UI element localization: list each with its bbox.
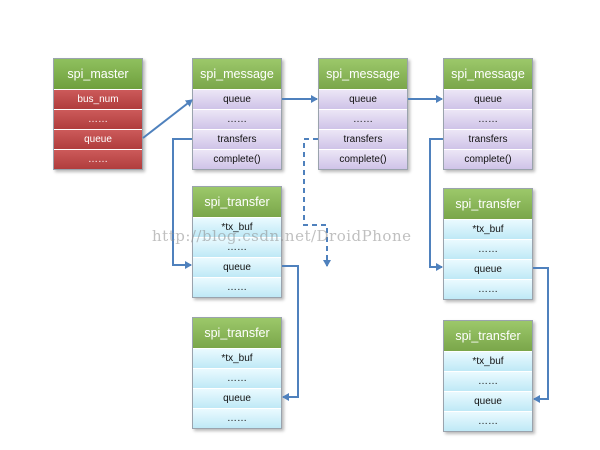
spi-transfer-box-2: spi_transfer *tx_buf …… queue …… (192, 317, 282, 429)
spi-message-box-3: spi_message queue …… transfers complete(… (443, 58, 533, 170)
spi-transfer-title: spi_transfer (193, 318, 281, 348)
spi-master-field: …… (54, 149, 142, 169)
spi-message-title: spi_message (193, 59, 281, 89)
spi-master-field: queue (54, 129, 142, 149)
spi-message-field: queue (444, 89, 532, 109)
spi-message-field: transfers (319, 129, 407, 149)
spi-transfer-field: queue (193, 388, 281, 408)
spi-message-field: transfers (444, 129, 532, 149)
spi-message-box-1: spi_message queue …… transfers complete(… (192, 58, 282, 170)
spi-transfer-field: …… (193, 237, 281, 257)
spi-transfer-title: spi_transfer (444, 321, 532, 351)
spi-transfer-field: *tx_buf (193, 348, 281, 368)
message-to-transfer-arrow (172, 138, 192, 269)
spi-master-field: bus_num (54, 89, 142, 109)
spi-message-field: …… (319, 109, 407, 129)
spi-transfer-field: …… (193, 277, 281, 297)
spi-message-field: transfers (193, 129, 281, 149)
spi-transfer-box-3: spi_transfer *tx_buf …… queue …… (443, 188, 533, 300)
master-to-message-arrow (142, 99, 193, 139)
spi-message-field: queue (193, 89, 281, 109)
transfer-chain-arrow (533, 267, 549, 403)
spi-message-field: complete() (193, 149, 281, 169)
spi-transfer-field: *tx_buf (444, 219, 532, 239)
spi-message-box-2: spi_message queue …… transfers complete(… (318, 58, 408, 170)
spi-transfer-field: …… (193, 368, 281, 388)
spi-transfer-box-4: spi_transfer *tx_buf …… queue …… (443, 320, 533, 432)
spi-message-field: complete() (319, 149, 407, 169)
spi-message-title: spi_message (444, 59, 532, 89)
spi-message-field: …… (444, 109, 532, 129)
spi-message-title: spi_message (319, 59, 407, 89)
spi-transfer-title: spi_transfer (444, 189, 532, 219)
spi-master-box: spi_master bus_num …… queue …… (53, 58, 143, 170)
message-to-transfer-arrow (429, 138, 443, 271)
spi-master-title: spi_master (54, 59, 142, 89)
spi-message-field: complete() (444, 149, 532, 169)
spi-transfer-field: *tx_buf (444, 351, 532, 371)
spi-transfer-field: …… (444, 239, 532, 259)
spi-master-field: …… (54, 109, 142, 129)
spi-transfer-box-1: spi_transfer *tx_buf …… queue …… (192, 186, 282, 298)
spi-transfer-field: queue (444, 391, 532, 411)
spi-transfer-field: *tx_buf (193, 217, 281, 237)
spi-transfer-title: spi_transfer (193, 187, 281, 217)
spi-transfer-field: …… (444, 279, 532, 299)
spi-transfer-field: …… (444, 371, 532, 391)
spi-message-field: queue (319, 89, 407, 109)
spi-message-field: …… (193, 109, 281, 129)
spi-transfer-field: queue (444, 259, 532, 279)
spi-transfer-field: queue (193, 257, 281, 277)
spi-transfer-field: …… (444, 411, 532, 431)
spi-transfer-field: …… (193, 408, 281, 428)
transfer-chain-arrow (282, 265, 299, 401)
empty-transfers-dashed-arrow (303, 138, 331, 267)
